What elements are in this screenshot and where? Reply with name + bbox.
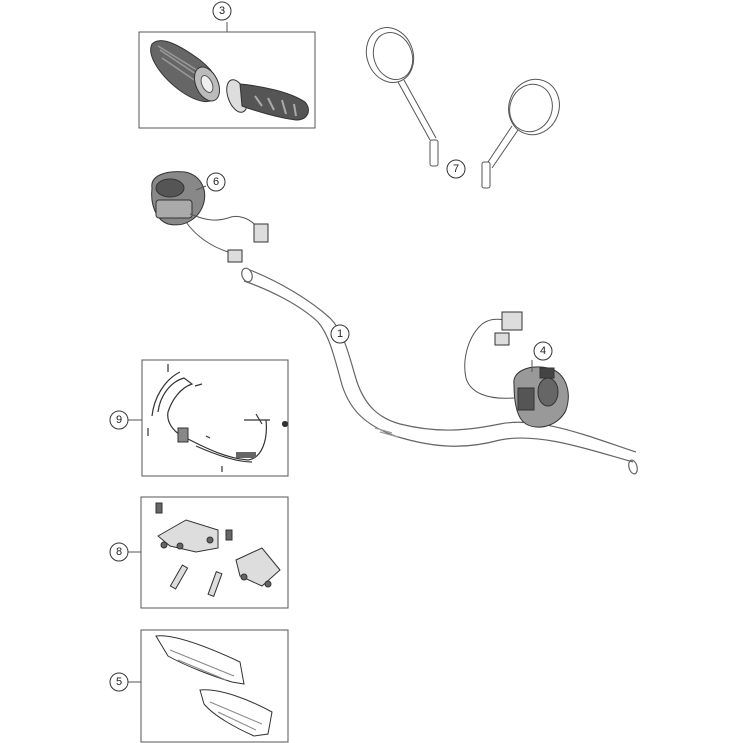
callout-4: 4 [533,341,553,361]
callout-5-label: 5 [116,676,122,688]
right-switch-part[interactable] [464,311,569,428]
mirrors-part[interactable] [359,21,567,189]
handguard-brackets-part[interactable] [141,359,289,477]
callout-1: 1 [330,324,350,344]
callout-8-label: 8 [116,546,122,558]
right-mirror [481,78,560,189]
callout-4-label: 4 [540,345,546,357]
callout-5: 5 [109,672,129,692]
handguards-part[interactable] [140,629,289,743]
handlebar-part[interactable] [240,267,639,475]
leader-lines [128,185,533,683]
callout-7-label: 7 [453,163,459,175]
callout-7: 7 [446,159,466,179]
callout-6: 6 [206,172,226,192]
callout-6-label: 6 [213,176,219,188]
callout-9: 9 [109,410,129,430]
brackets-frame [141,359,289,477]
callout-1-label: 1 [337,328,343,340]
left-switch-part[interactable] [151,171,269,263]
grips-part[interactable] [138,22,316,129]
handguard-clamps-part[interactable] [140,496,289,609]
callout-3-label: 3 [219,5,225,17]
handguards-frame [140,629,289,743]
callout-9-label: 9 [116,414,122,426]
callout-3: 3 [212,1,232,21]
right-grip [226,79,309,121]
left-mirror [365,27,439,167]
left-grip [150,40,221,102]
callout-8: 8 [109,542,129,562]
